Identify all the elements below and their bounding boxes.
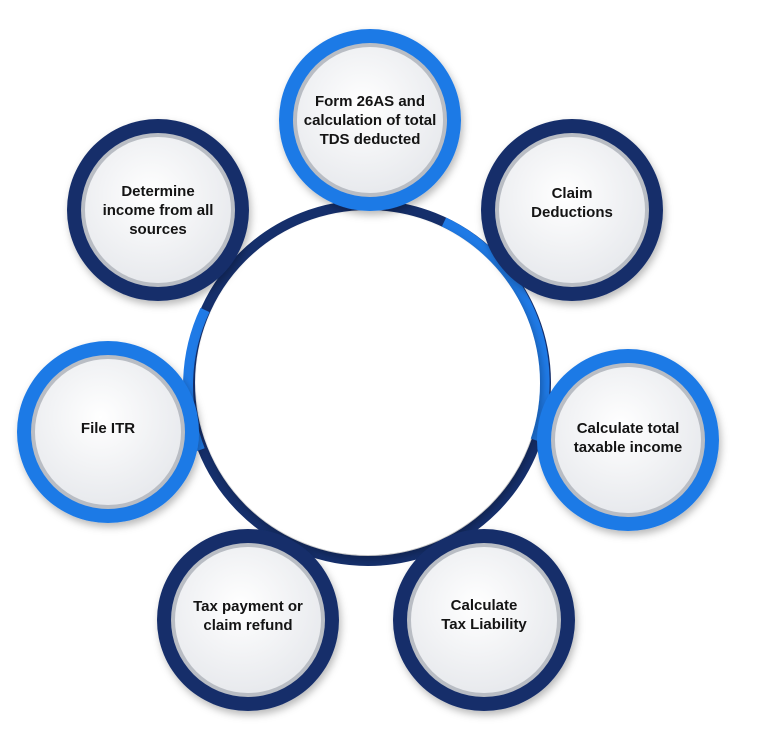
node-form-26as bbox=[279, 29, 461, 211]
node-calculate-tax-liability bbox=[393, 529, 575, 711]
step-label-tax-payment: Tax payment or claim refund bbox=[193, 598, 303, 634]
node-claim-deductions bbox=[481, 119, 663, 301]
step-label-file-itr: File ITR bbox=[80, 419, 136, 437]
node-determine-income bbox=[67, 119, 249, 301]
step-label-calculate-taxable-income: Calculate total taxable income bbox=[573, 420, 683, 456]
step-label-claim-deductions: Claim Deductions bbox=[531, 185, 613, 221]
node-calculate-taxable-income bbox=[537, 349, 719, 531]
node-file-itr bbox=[17, 341, 199, 523]
central-circle bbox=[196, 211, 540, 555]
central-ring bbox=[183, 200, 551, 566]
step-label-form-26as: Form 26AS and calculation of total TDS d… bbox=[303, 92, 437, 148]
step-label-calculate-tax-liability: Calculate Tax Liability bbox=[441, 597, 527, 633]
central-ring-blue-arc-right bbox=[441, 217, 550, 442]
step-label-determine-income: Determine income from all sources bbox=[102, 182, 214, 238]
node-tax-payment bbox=[157, 529, 339, 711]
